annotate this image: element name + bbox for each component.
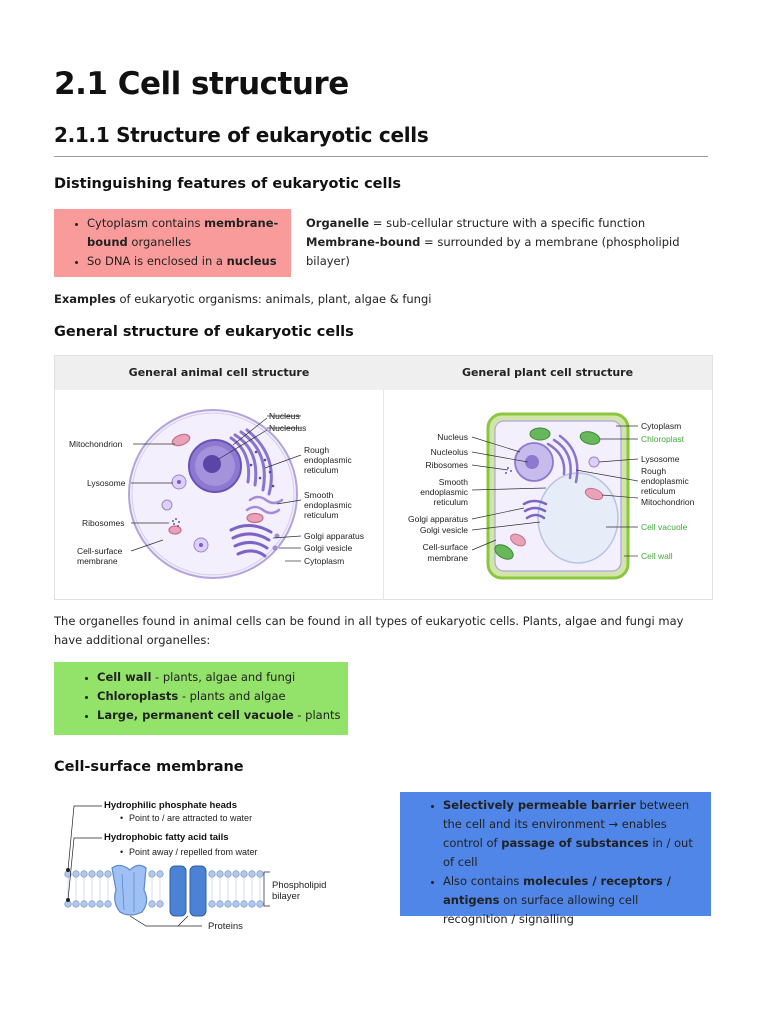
label-phospholipid: Phospholipid <box>272 880 326 891</box>
label-ser-1: Smooth <box>439 477 469 487</box>
label-nucleolus: Nucleolus <box>431 447 468 457</box>
page-title: 2.1 Cell structure <box>54 66 349 102</box>
animal-cell-title: General animal cell structure <box>55 366 383 379</box>
label-cytoplasm: Cytoplasm <box>304 556 344 566</box>
membrane-heading: Cell-surface membrane <box>54 759 244 775</box>
label-tails-bullet: • <box>120 847 123 857</box>
general-structure-heading: General structure of eukaryotic cells <box>54 324 354 340</box>
label-mitochondrion: Mitochondrion <box>69 439 123 449</box>
label-rer-2: endoplasmic <box>304 455 352 465</box>
label-cell-vacuole: Cell vacuole <box>641 522 688 532</box>
label-nucleus: Nucleus <box>437 432 468 442</box>
label-hydrophobic-tails: Hydrophobic fatty acid tails <box>104 832 229 843</box>
additional-organelles-text: The organelles found in animal cells can… <box>54 612 714 650</box>
label-cell-wall: Cell wall <box>641 551 673 561</box>
label-golgi-vesicle: Golgi vesicle <box>304 543 352 553</box>
label-golgi-apparatus: Golgi apparatus <box>304 531 364 541</box>
label-ribosomes: Ribosomes <box>425 460 468 470</box>
label-membrane: membrane <box>427 553 468 563</box>
protein-channel-right-a <box>170 866 186 916</box>
label-membrane: membrane <box>77 556 118 566</box>
definition-membrane-bound: Membrane-bound = surrounded by a membran… <box>306 233 706 271</box>
label-cell-surface: Cell-surface <box>423 542 469 552</box>
distinguishing-heading: Distinguishing features of eukaryotic ce… <box>54 176 401 192</box>
protein-channel-right-b <box>190 866 206 916</box>
label-golgi-apparatus: Golgi apparatus <box>408 514 468 524</box>
label-hydrophilic-heads: Hydrophilic phosphate heads <box>104 800 237 811</box>
title-divider <box>54 156 708 157</box>
label-cytoplasm: Cytoplasm <box>641 421 681 431</box>
label-proteins: Proteins <box>208 921 243 932</box>
label-lysosome: Lysosome <box>641 454 680 464</box>
examples-text: Examples of eukaryotic organisms: animal… <box>54 290 431 309</box>
phospholipid-bilayer <box>65 871 264 908</box>
label-ser-3: reticulum <box>304 510 338 520</box>
figure-header: General animal cell structure General pl… <box>55 356 712 390</box>
label-ribosomes: Ribosomes <box>82 518 125 528</box>
membrane-function-item: Selectively permeable barrier between th… <box>443 796 705 872</box>
definitions: Organelle = sub-cellular structure with … <box>306 214 706 271</box>
label-cell-surface: Cell-surface <box>77 546 123 556</box>
label-rer-1: Rough <box>641 466 666 476</box>
organelle-item: Chloroplasts - plants and algae <box>97 687 348 706</box>
feature-item: So DNA is enclosed in a nucleus <box>87 252 291 271</box>
features-box: Cytoplasm contains membrane-bound organe… <box>54 209 291 277</box>
label-golgi-vesicle: Golgi vesicle <box>420 525 468 535</box>
membrane-function-item: Also contains molecules / receptors / an… <box>443 872 705 929</box>
feature-item: Cytoplasm contains membrane-bound organe… <box>87 214 291 252</box>
animal-cell-diagram: Mitochondrion Lysosome Ribosomes Cell-su… <box>55 390 383 600</box>
additional-organelles-box: Cell wall - plants, algae and fungi Chlo… <box>54 662 348 735</box>
cell-diagrams-figure: General animal cell structure General pl… <box>54 355 713 600</box>
definition-organelle: Organelle = sub-cellular structure with … <box>306 214 706 233</box>
label-chloroplast: Chloroplast <box>641 434 685 444</box>
label-lysosome: Lysosome <box>87 478 126 488</box>
label-ser-2: endoplasmic <box>304 500 352 510</box>
label-nucleus: Nucleus <box>269 411 300 421</box>
label-ser-3: reticulum <box>434 497 468 507</box>
label-ser-1: Smooth <box>304 490 334 500</box>
label-rer-3: reticulum <box>641 486 675 496</box>
label-mitochondrion: Mitochondrion <box>641 497 695 507</box>
label-bilayer: bilayer <box>272 891 300 902</box>
label-rer-3: reticulum <box>304 465 338 475</box>
membrane-diagram: Hydrophilic phosphate heads • Point to /… <box>54 792 354 942</box>
plant-cell-title: General plant cell structure <box>383 366 712 379</box>
label-heads-bullet: • <box>120 813 123 823</box>
protein-channel-left <box>112 865 147 915</box>
label-rer-2: endoplasmic <box>641 476 689 486</box>
membrane-function-box: Selectively permeable barrier between th… <box>400 792 711 916</box>
label-nucleolus: Nucleolus <box>269 423 306 433</box>
label-tails-sub: Point away / repelled from water <box>129 847 258 857</box>
label-rer-1: Rough <box>304 445 329 455</box>
label-heads-sub: Point to / are attracted to water <box>129 813 252 823</box>
section-title: 2.1.1 Structure of eukaryotic cells <box>54 123 428 147</box>
label-ser-2: endoplasmic <box>420 487 468 497</box>
organelle-item: Large, permanent cell vacuole - plants <box>97 706 348 725</box>
plant-cell-diagram: Nucleus Nucleolus Ribosomes Smooth endop… <box>384 390 712 600</box>
organelle-item: Cell wall - plants, algae and fungi <box>97 668 348 687</box>
